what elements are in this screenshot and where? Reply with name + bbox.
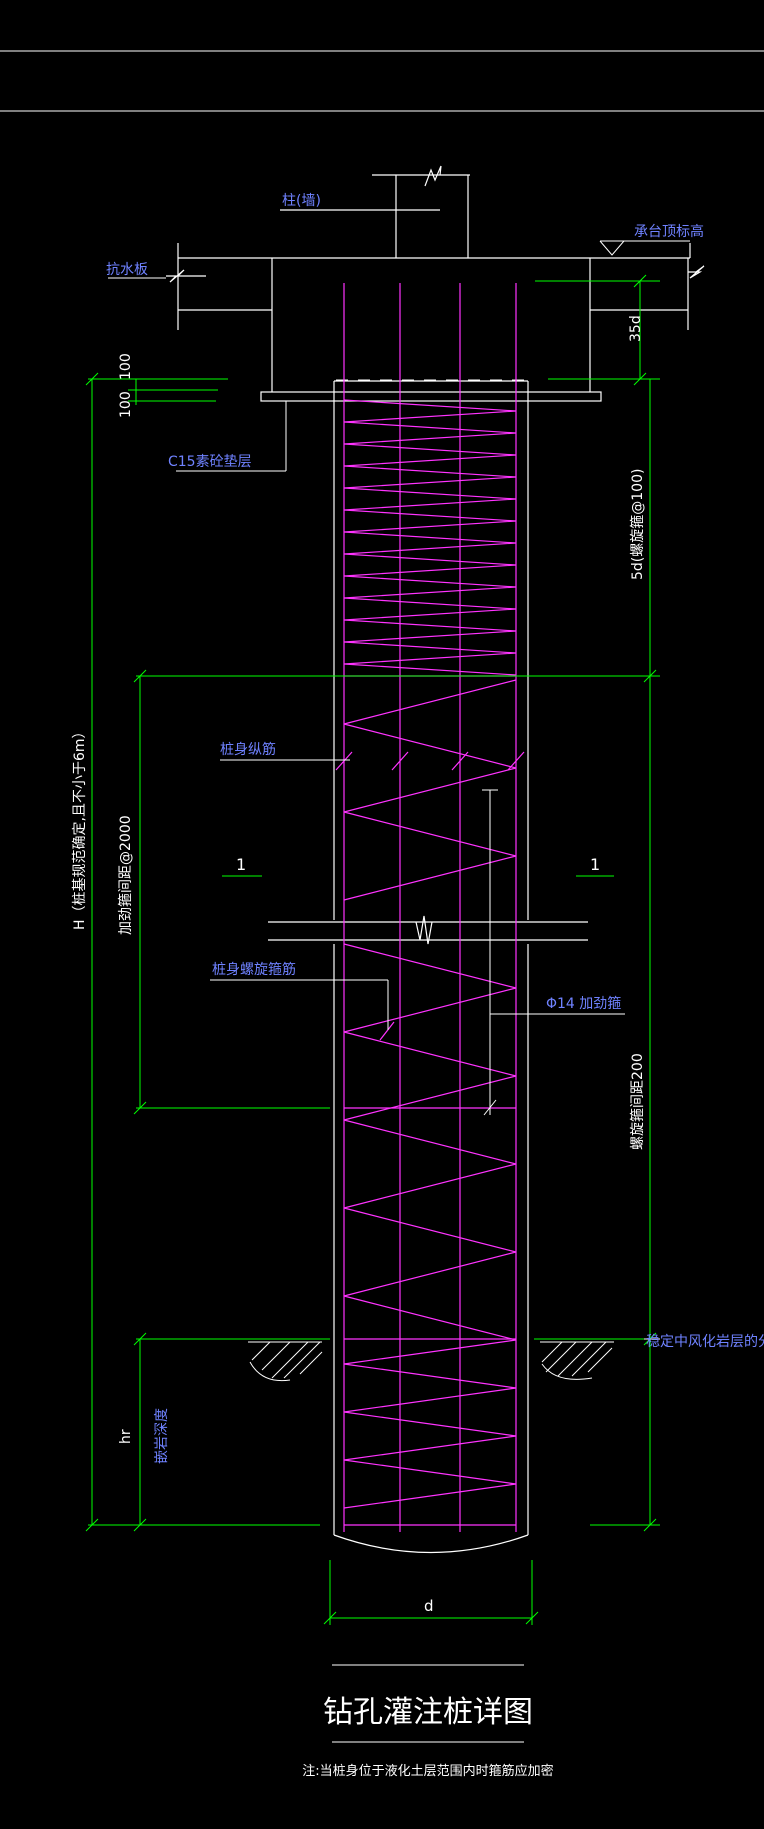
dimension-lines	[85, 274, 660, 1625]
dense-spiral-label: 5d(螺旋箍@100)	[629, 469, 646, 580]
spiral-rock-socket-zone	[343, 1339, 517, 1509]
dim-100-top: 100	[118, 353, 134, 380]
pile-cap-outline	[166, 243, 705, 402]
dim-100-bottom: 100	[118, 391, 134, 418]
dim-35d: 35d	[628, 315, 644, 342]
rock-interface-label: 稳定中风化岩层的分界面	[646, 1334, 764, 1350]
waterproof-slab-label: 抗水板	[106, 262, 148, 278]
leader-lines	[108, 209, 660, 1666]
spiral-spacing-label: 螺旋箍间距200	[629, 1053, 646, 1150]
section-mark-left: 1	[236, 855, 246, 874]
c15-cushion-label: C15素砼垫层	[168, 454, 252, 470]
rock-hatch-right	[540, 1341, 614, 1380]
drawing-title: 钻孔灌注桩详图	[323, 1695, 533, 1730]
longitudinal-bar-label: 桩身纵筋	[220, 741, 276, 758]
pile-body-outline	[268, 380, 588, 1554]
rotated-labels: 35d 100 100 5d(螺旋箍@100) H（桩基规范确定,且不小于6m）…	[71, 315, 646, 1464]
spiral-dense-zone	[343, 399, 517, 676]
cap-top-elevation-label: 承台顶标高	[634, 223, 704, 240]
spiral-upper-normal-zone	[343, 679, 517, 901]
longitudinal-bar-tick-2	[391, 751, 409, 771]
hr-label: hr	[118, 1429, 134, 1444]
longitudinal-bar-tick-1	[335, 751, 353, 771]
longitudinal-bar-tick-3	[451, 751, 469, 771]
rock-hatch-left	[248, 1341, 323, 1382]
rock-embed-label: 嵌岩深度	[154, 1408, 170, 1464]
longitudinal-bar-tick-4	[507, 751, 525, 771]
annotations: 柱(墙) 承台顶标高 抗水板 C15素砼垫层 桩身纵筋 桩身螺旋箍筋 Φ14 加…	[106, 193, 764, 1350]
elevation-marker	[599, 240, 690, 256]
spiral-lower-normal-zone	[343, 943, 517, 1341]
diameter-label: d	[424, 1597, 434, 1615]
section-mark-right: 1	[590, 855, 600, 874]
stiffener-spacing-label: 加劲箍间距@2000	[117, 815, 134, 935]
total-length-label: H（桩基规范确定,且不小于6m）	[71, 724, 88, 930]
drawing-note: 注:当桩身位于液化土层范围内时箍筋应加密	[302, 1763, 553, 1779]
spiral-bar-label: 桩身螺旋箍筋	[212, 961, 296, 978]
sheet-frame-lines	[0, 50, 764, 112]
stiffener-ring-label: Φ14 加劲箍	[546, 995, 621, 1012]
column-label: 柱(墙)	[282, 193, 321, 209]
spiral-bar-tick	[379, 1021, 395, 1041]
